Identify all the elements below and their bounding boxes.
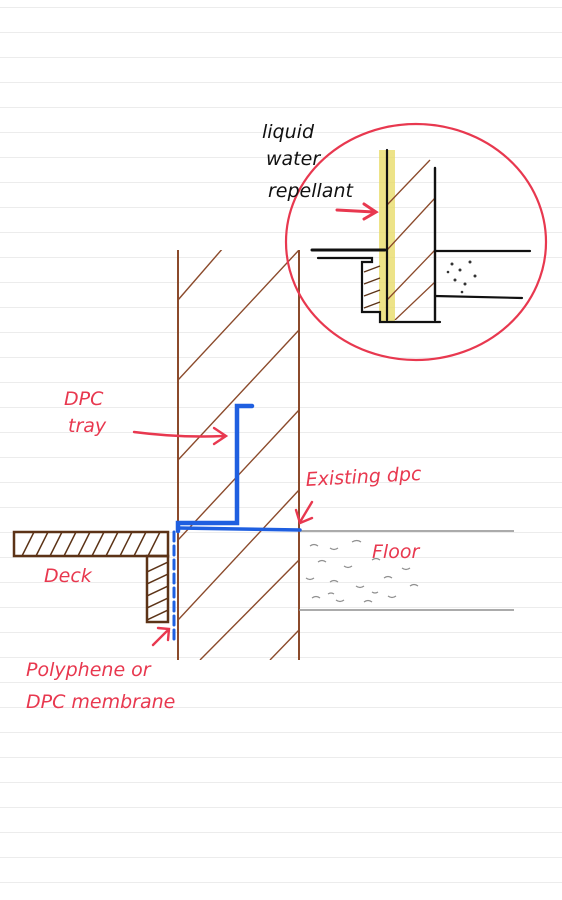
deck-joist-grain	[147, 561, 168, 621]
annotation-labels: DPC tray Existing dpc Floor Deck Polyphe…	[26, 388, 423, 713]
repellant-arrow	[335, 202, 379, 221]
floor-aggregate-texture	[305, 539, 419, 603]
existing-dpc-arrow	[294, 500, 314, 525]
label-membrane-line1: Polyphene or	[26, 659, 152, 681]
label-repellant: repellant	[268, 180, 354, 202]
label-tray: tray	[68, 415, 107, 437]
detail-circle	[284, 122, 548, 362]
label-water: water	[266, 148, 321, 170]
label-existing-dpc: Existing dpc	[305, 463, 422, 491]
detail-magnifier	[284, 122, 548, 362]
annotation-arrows	[132, 426, 314, 647]
dpc-tray	[175, 403, 255, 534]
existing-dpc-line	[176, 526, 302, 532]
label-deck: Deck	[44, 565, 93, 587]
label-dpc: DPC	[64, 388, 104, 410]
floor-slab	[299, 530, 514, 611]
detail-wall-hatching	[387, 159, 435, 320]
detail-labels: liquid water repellant	[262, 121, 354, 202]
label-membrane-line2: DPC membrane	[26, 691, 175, 713]
deck-board	[12, 530, 170, 558]
dpc-lines	[172, 403, 302, 642]
label-floor: Floor	[372, 541, 420, 563]
deck-joist	[145, 554, 170, 624]
detail-ink-lines	[310, 148, 532, 324]
membrane-arrow	[151, 626, 171, 647]
label-liquid: liquid	[262, 121, 315, 143]
detail-floor-texture	[446, 260, 477, 294]
dpc-tray-arrow	[132, 426, 229, 446]
deck	[12, 530, 170, 624]
deck-board-grain	[21, 532, 161, 556]
detail-joist-grain	[363, 265, 381, 309]
